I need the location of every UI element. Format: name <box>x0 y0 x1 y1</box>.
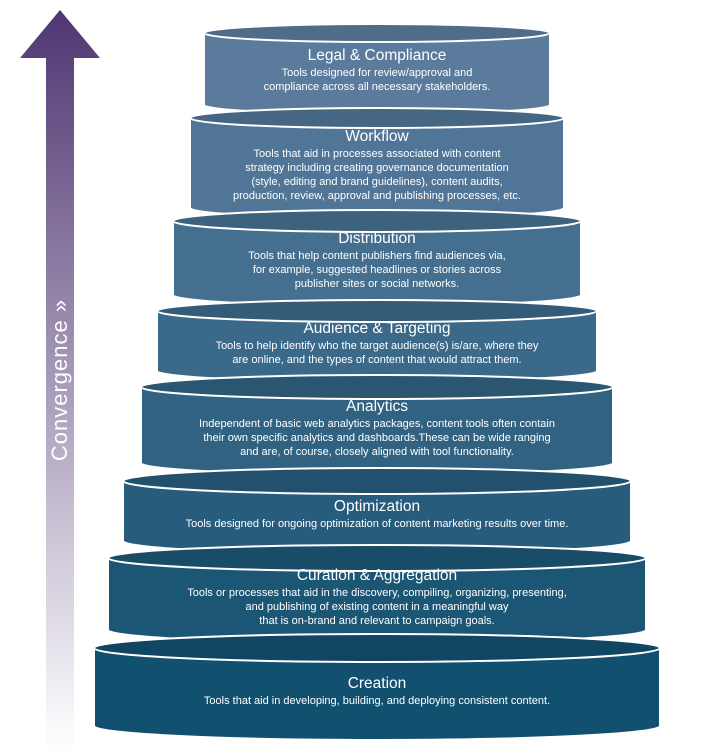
tier-description: Tools designed for ongoing optimization … <box>185 518 569 530</box>
tier-top-rim <box>189 107 565 129</box>
tier-6-shape <box>122 467 632 555</box>
tier-top-rim <box>172 209 582 233</box>
tier-title: Audience & Targeting <box>303 320 451 337</box>
tier-description: Tools or processes that aid in the disco… <box>187 587 567 627</box>
tier-title: Workflow <box>345 127 409 145</box>
tier-description: Tools to help identify who the target au… <box>215 340 539 366</box>
tier-1-shape <box>203 23 551 115</box>
tier-description: Tools that aid in developing, building, … <box>203 694 551 707</box>
tier-5-shape <box>140 374 614 476</box>
tier-shapes <box>93 23 661 741</box>
tier-title: Legal & Compliance <box>307 47 447 64</box>
tier-4-shape <box>156 299 598 383</box>
tier-title: Optimization <box>333 498 421 515</box>
tier-top-rim <box>107 544 647 572</box>
tier-top-rim <box>203 23 551 43</box>
tier-top-rim <box>156 299 598 323</box>
tier-description: Tools designed for review/approval and c… <box>263 67 491 93</box>
tier-2-shape <box>189 107 565 219</box>
tier-body <box>93 647 661 741</box>
tier-description: Tools that help content publishers find … <box>248 250 506 290</box>
tier-title: Distribution <box>338 230 416 247</box>
tier-description: Tools that aid in processes associated w… <box>232 147 521 202</box>
tier-description: Independent of basic web analytics packa… <box>199 417 555 458</box>
tier-top-rim <box>140 374 614 400</box>
tier-title: Curation & Aggregation <box>296 567 458 584</box>
tier-7-shape <box>107 544 647 644</box>
tier-8-shape <box>93 633 661 741</box>
convergence-label: Convergence » <box>47 298 72 462</box>
tier-title: Analytics <box>345 397 409 415</box>
tier-top-rim <box>122 467 632 495</box>
tier-top-rim <box>93 633 661 663</box>
convergence-arrow-icon <box>20 10 100 752</box>
tier-title: Creation <box>347 674 407 692</box>
